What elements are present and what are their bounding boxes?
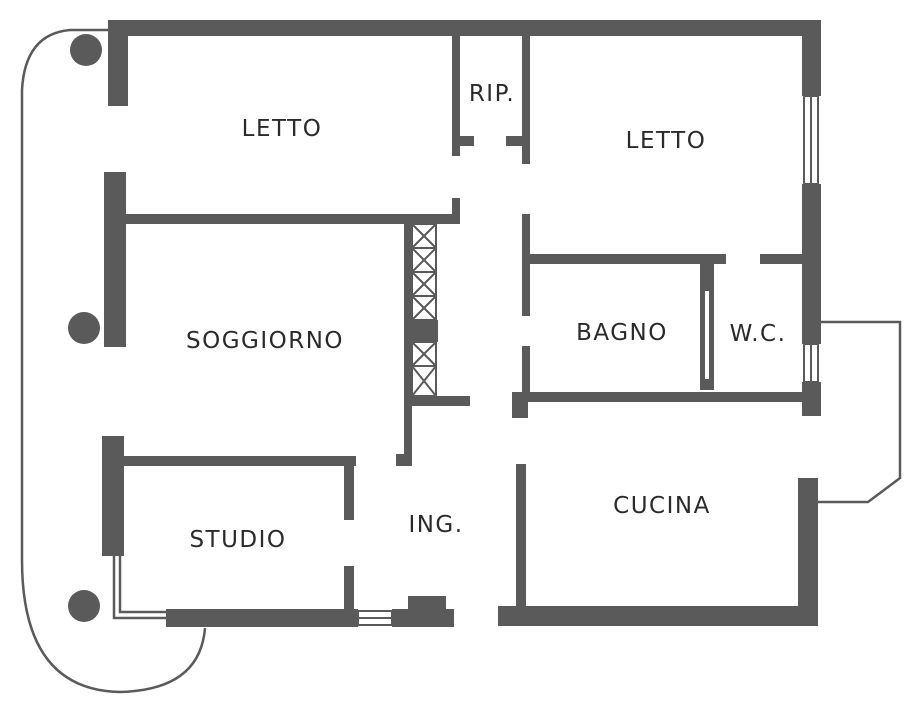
- room-label-letto-2: LETTO: [626, 128, 707, 154]
- terrace-column: [70, 34, 102, 66]
- terrace-column: [68, 312, 100, 344]
- room-label-soggiorno: SOGGIORNO: [186, 328, 344, 354]
- terrace-outline: [20, 28, 207, 694]
- windows: [112, 95, 819, 626]
- room-label-studio: STUDIO: [189, 527, 286, 553]
- ventilation-shafts: [410, 223, 438, 397]
- room-label-letto-1: LETTO: [242, 116, 323, 142]
- exterior-walls: [102, 20, 821, 627]
- terrace-column: [68, 590, 100, 622]
- room-label-cucina: CUCINA: [613, 493, 711, 519]
- balcony-outline: [818, 320, 902, 504]
- room-label-bagno: BAGNO: [576, 320, 668, 346]
- interior-walls: [124, 36, 804, 610]
- room-label-rip: RIP.: [469, 81, 515, 107]
- room-label-wc: W.C.: [730, 321, 787, 347]
- room-label-ing: ING.: [408, 512, 463, 538]
